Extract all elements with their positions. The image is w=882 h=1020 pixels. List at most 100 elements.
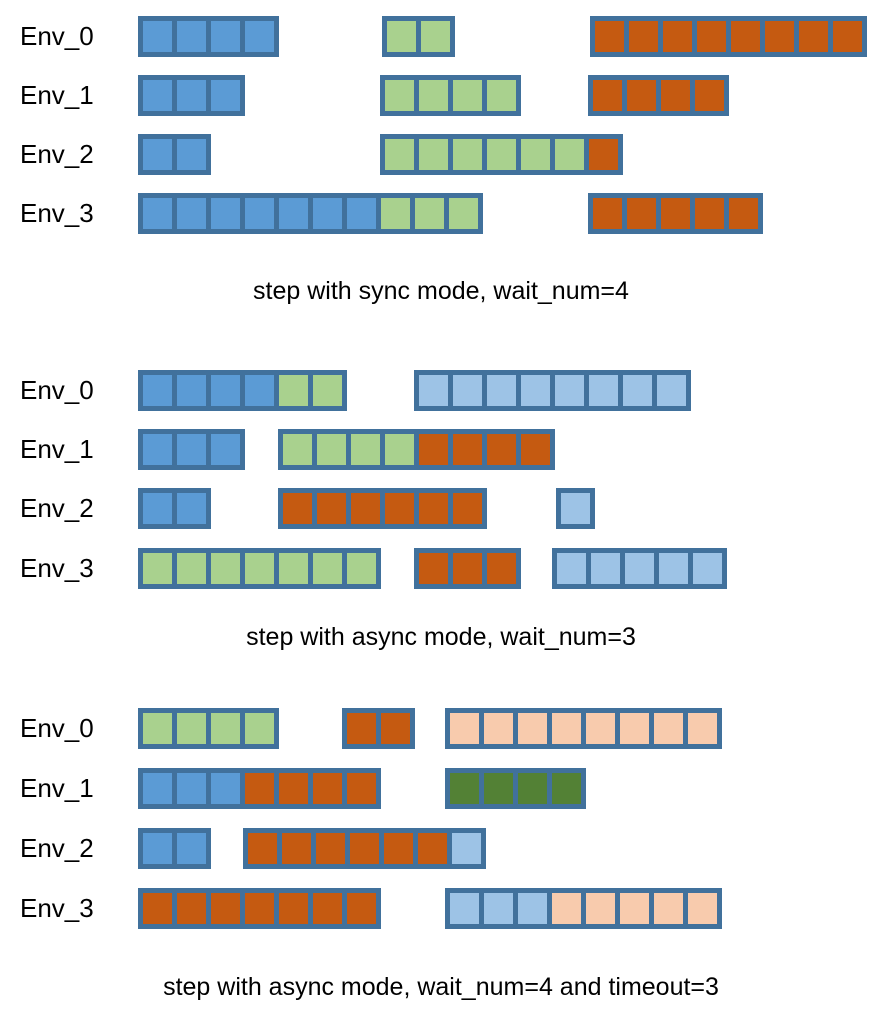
step-bar bbox=[138, 708, 279, 749]
step-cell-light_blue bbox=[453, 375, 482, 406]
step-cell-blue bbox=[211, 434, 240, 465]
step-cell-blue bbox=[347, 198, 376, 229]
step-cell-peach bbox=[654, 893, 683, 924]
step-cell-peach bbox=[620, 893, 649, 924]
step-cell-peach bbox=[586, 713, 615, 744]
step-cell-orange bbox=[799, 21, 828, 52]
step-cell-blue bbox=[211, 21, 240, 52]
step-cell-green bbox=[279, 553, 308, 584]
env-label: Env_0 bbox=[20, 375, 94, 405]
step-bar bbox=[278, 488, 487, 529]
step-bar bbox=[138, 768, 381, 809]
step-cell-orange bbox=[453, 434, 482, 465]
step-cell-orange bbox=[593, 80, 622, 111]
step-cell-blue bbox=[143, 198, 172, 229]
step-cell-blue bbox=[143, 80, 172, 111]
step-cell-green bbox=[387, 21, 416, 52]
step-cell-blue bbox=[177, 375, 206, 406]
step-cell-blue bbox=[143, 139, 172, 170]
step-cell-blue bbox=[143, 773, 172, 804]
step-cell-green bbox=[449, 198, 478, 229]
step-cell-green bbox=[385, 80, 414, 111]
env-label: Env_3 bbox=[20, 893, 94, 923]
env-label: Env_1 bbox=[20, 434, 94, 464]
step-cell-orange bbox=[419, 434, 448, 465]
step-cell-blue bbox=[143, 375, 172, 406]
step-cell-green bbox=[421, 21, 450, 52]
step-cell-green bbox=[313, 553, 342, 584]
step-cell-orange bbox=[143, 893, 172, 924]
step-cell-orange bbox=[487, 553, 516, 584]
step-cell-green bbox=[453, 80, 482, 111]
step-bar bbox=[590, 16, 867, 57]
step-cell-orange bbox=[418, 833, 447, 864]
step-cell-orange bbox=[211, 893, 240, 924]
step-cell-green bbox=[283, 434, 312, 465]
step-cell-orange bbox=[419, 553, 448, 584]
step-bar bbox=[138, 488, 211, 529]
step-bar bbox=[380, 75, 521, 116]
step-cell-orange bbox=[317, 493, 346, 524]
step-cell-blue bbox=[177, 139, 206, 170]
step-cell-green bbox=[487, 139, 516, 170]
step-cell-orange bbox=[729, 198, 758, 229]
step-bar bbox=[138, 370, 347, 411]
step-cell-green bbox=[351, 434, 380, 465]
step-cell-blue bbox=[143, 493, 172, 524]
step-cell-dark_green bbox=[552, 773, 581, 804]
env-label: Env_2 bbox=[20, 493, 94, 523]
step-cell-blue bbox=[143, 833, 172, 864]
step-cell-orange bbox=[695, 198, 724, 229]
step-cell-orange bbox=[731, 21, 760, 52]
step-cell-green bbox=[177, 553, 206, 584]
step-bar bbox=[445, 888, 722, 929]
step-cell-light_blue bbox=[450, 893, 479, 924]
step-cell-orange bbox=[350, 833, 379, 864]
step-bar bbox=[414, 548, 521, 589]
step-cell-blue bbox=[245, 198, 274, 229]
step-bar bbox=[414, 370, 691, 411]
step-cell-light_blue bbox=[487, 375, 516, 406]
step-bar bbox=[342, 708, 415, 749]
step-cell-peach bbox=[688, 893, 717, 924]
step-cell-orange bbox=[661, 198, 690, 229]
step-cell-light_blue bbox=[589, 375, 618, 406]
step-cell-blue bbox=[177, 773, 206, 804]
step-cell-orange bbox=[593, 198, 622, 229]
step-cell-orange bbox=[419, 493, 448, 524]
step-cell-blue bbox=[177, 21, 206, 52]
step-bar bbox=[445, 708, 722, 749]
step-cell-green bbox=[245, 553, 274, 584]
step-bar bbox=[588, 75, 729, 116]
step-cell-green bbox=[385, 434, 414, 465]
step-cell-green bbox=[211, 713, 240, 744]
step-cell-orange bbox=[245, 773, 274, 804]
step-bar bbox=[445, 768, 586, 809]
step-cell-orange bbox=[347, 713, 376, 744]
env-label: Env_2 bbox=[20, 833, 94, 863]
step-cell-peach bbox=[586, 893, 615, 924]
step-cell-peach bbox=[654, 713, 683, 744]
step-cell-blue bbox=[177, 493, 206, 524]
step-cell-green bbox=[385, 139, 414, 170]
step-cell-peach bbox=[518, 713, 547, 744]
step-bar bbox=[382, 16, 455, 57]
step-cell-orange bbox=[279, 893, 308, 924]
env-label: Env_1 bbox=[20, 773, 94, 803]
step-cell-orange bbox=[453, 493, 482, 524]
step-cell-blue bbox=[143, 21, 172, 52]
env-label: Env_0 bbox=[20, 713, 94, 743]
step-bar bbox=[138, 429, 245, 470]
step-cell-blue bbox=[211, 80, 240, 111]
step-cell-light_blue bbox=[561, 493, 590, 524]
step-bar bbox=[138, 75, 245, 116]
step-cell-blue bbox=[177, 80, 206, 111]
step-bar bbox=[380, 134, 623, 175]
step-cell-orange bbox=[589, 139, 618, 170]
env-label: Env_3 bbox=[20, 198, 94, 228]
step-bar bbox=[588, 193, 763, 234]
step-cell-orange bbox=[316, 833, 345, 864]
step-cell-light_blue bbox=[623, 375, 652, 406]
step-cell-orange bbox=[661, 80, 690, 111]
step-cell-blue bbox=[211, 773, 240, 804]
